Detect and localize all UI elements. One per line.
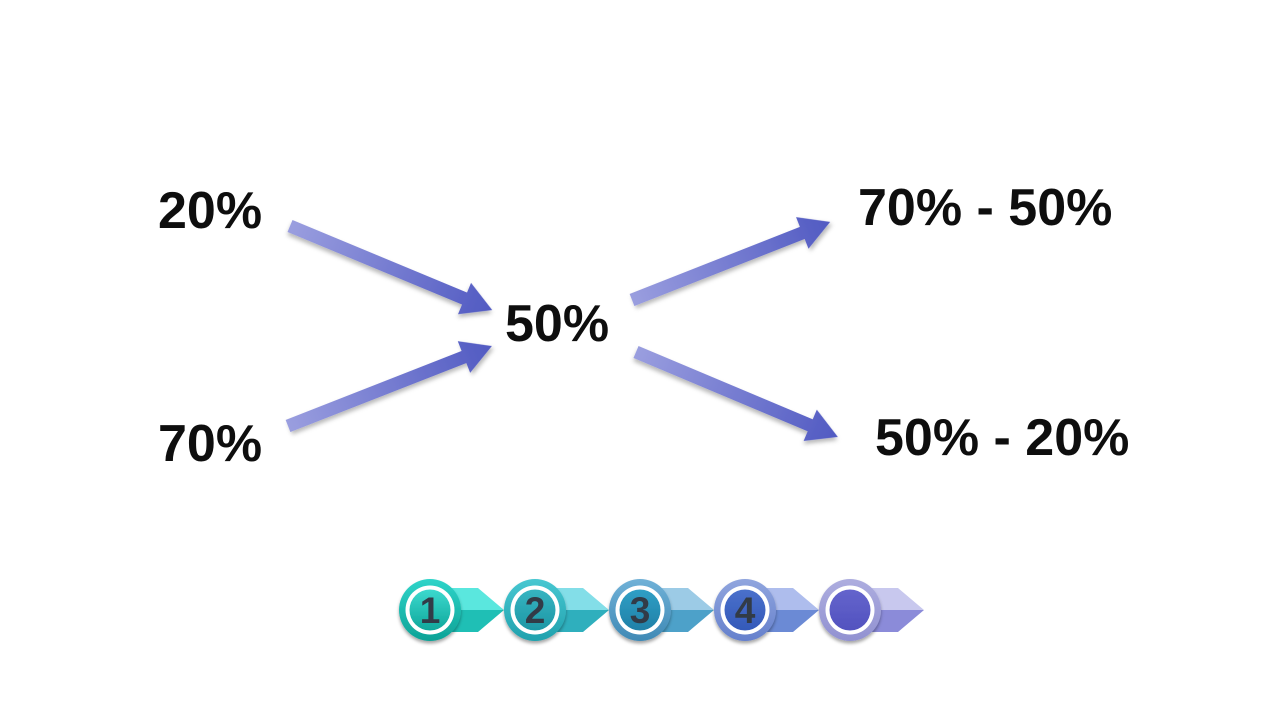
pagination-step-2[interactable]: 2 <box>504 579 566 641</box>
pagination-step-1[interactable]: 1 <box>399 579 461 641</box>
center-value-label: 50% <box>505 295 610 353</box>
arrow-input-bottom-to-center <box>285 341 492 433</box>
pagination-step-4[interactable]: 4 <box>714 579 776 641</box>
step-number: 2 <box>525 590 546 631</box>
arrow-center-to-output-top <box>629 217 831 307</box>
input-top-label: 20% <box>158 182 263 240</box>
arrow-input-top-to-center <box>287 219 493 315</box>
output-top-label: 70% - 50% <box>858 179 1113 237</box>
slide-pagination: 1 2 3 4 <box>399 579 924 641</box>
output-bottom-label: 50% - 20% <box>875 409 1130 467</box>
step-number: 3 <box>630 590 651 631</box>
input-bottom-label: 70% <box>158 415 263 473</box>
arrow-center-to-output-bottom <box>633 346 838 441</box>
step-number: 1 <box>420 590 441 631</box>
step-number: 4 <box>735 590 756 631</box>
pagination-step-3[interactable]: 3 <box>609 579 671 641</box>
pagination-step-5[interactable] <box>819 579 881 641</box>
